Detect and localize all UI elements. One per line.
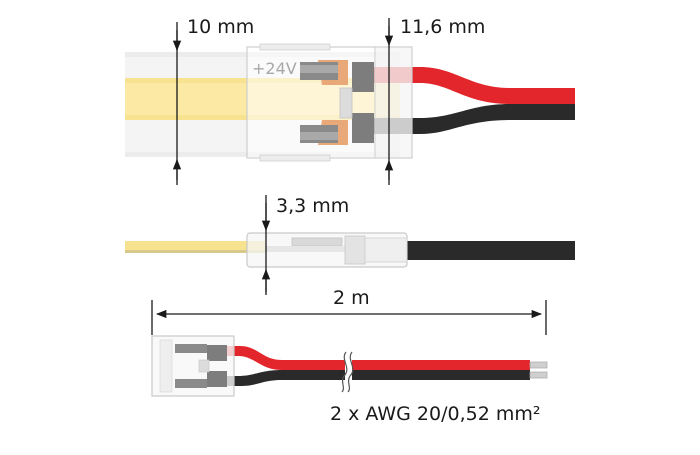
red-wire (372, 67, 575, 104)
wire-end-black (529, 371, 548, 379)
wire-end-red (529, 361, 548, 369)
cable-view (151, 300, 548, 397)
black-wire (372, 104, 575, 134)
cable-red-wire-right (352, 360, 530, 370)
cable-black-wire-left (225, 370, 345, 386)
dim-cable-length (151, 300, 547, 335)
cable-black-wire-right (352, 370, 530, 380)
top-connector (246, 43, 413, 162)
voltage-marking: +24V (252, 59, 297, 78)
connector-height-label: 3,3 mm (276, 195, 350, 217)
cable-connector (151, 335, 235, 397)
side-cable (400, 241, 575, 260)
cable-break-mark (341, 351, 354, 393)
top-wires (372, 67, 575, 134)
top-view (125, 18, 575, 185)
strip-width-label: 10 mm (187, 16, 255, 38)
connector-width-label: 11,6 mm (400, 16, 486, 38)
cable-spec-label: 2 x AWG 20/0,52 mm² (330, 403, 541, 425)
side-connector (246, 232, 408, 268)
cable-length-label: 2 m (333, 287, 370, 309)
cable-red-wire-left (225, 346, 345, 370)
side-view (125, 195, 575, 295)
